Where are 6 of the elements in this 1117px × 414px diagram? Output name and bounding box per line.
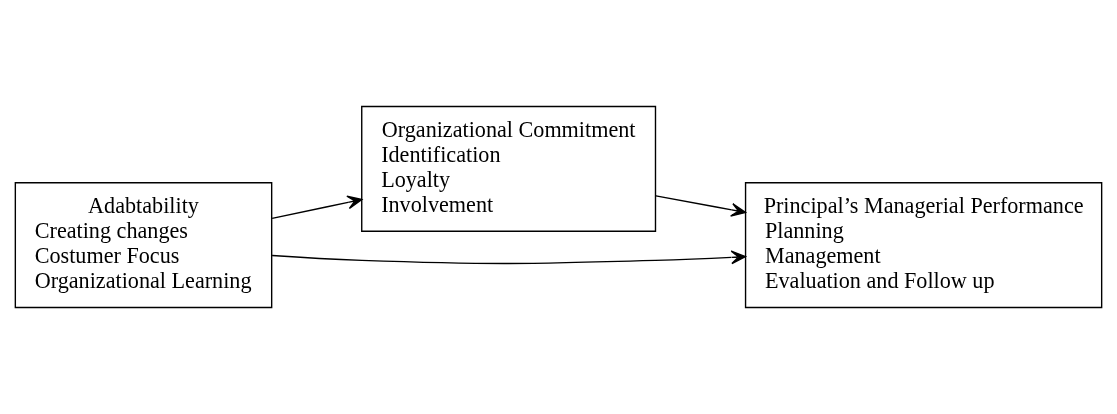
arrow [271, 195, 363, 220]
arrow [271, 250, 747, 265]
node-box: Adabtability Creating changes Costumer Focus Organizational Learning [14, 182, 273, 309]
arrow [655, 195, 747, 217]
node-box: Organizational Commitment Identification Loyalty Involvement [361, 105, 657, 232]
node-box: Principal’s Managerial Performance Planning Management Evaluation and Follow up [744, 182, 1103, 309]
